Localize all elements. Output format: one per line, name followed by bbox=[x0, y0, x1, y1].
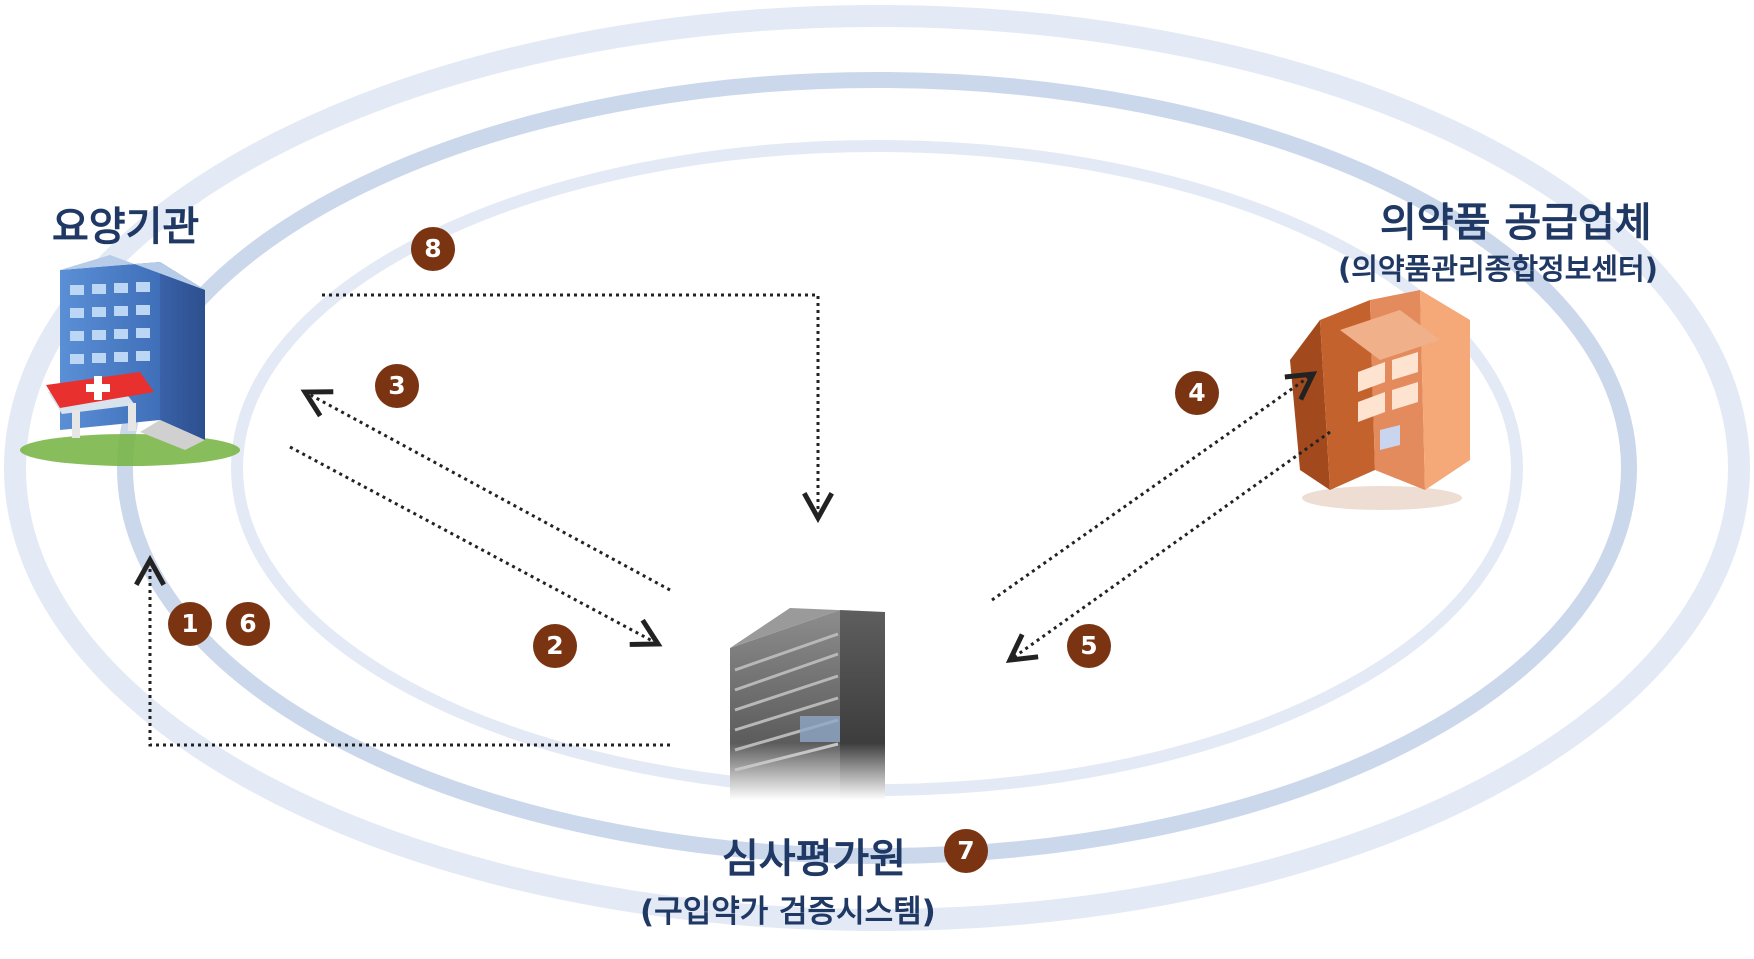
hospital-building-icon bbox=[20, 255, 240, 466]
arrow-flow-3 bbox=[300, 389, 671, 592]
step-badge-7: 7 bbox=[944, 829, 988, 873]
hira-sublabel: (구입약가 검증시스템) bbox=[640, 894, 936, 930]
hira-office-building-icon bbox=[730, 608, 885, 800]
outer-ring bbox=[4, 5, 1750, 931]
step-badge-4: 4 bbox=[1175, 371, 1219, 415]
supplier-sublabel: (의약품관리종합정보센터) bbox=[1338, 252, 1658, 286]
arrow-flow-2 bbox=[289, 445, 663, 647]
step-badge-3: 3 bbox=[375, 364, 419, 408]
step-badge-5: 5 bbox=[1067, 624, 1111, 668]
hira-label: 심사평가원 bbox=[722, 836, 906, 882]
hospital-label: 요양기관 bbox=[52, 204, 200, 250]
step-badge-2: 2 bbox=[533, 624, 577, 668]
flow-arrows bbox=[134, 293, 1331, 747]
arrow-flow-1-6 bbox=[134, 554, 670, 747]
arrow-flow-4 bbox=[991, 371, 1318, 602]
supplier-label: 의약품 공급업체 bbox=[1380, 200, 1652, 246]
arrow-flow-8 bbox=[322, 293, 834, 524]
middle-ring bbox=[117, 72, 1637, 864]
arrow-flow-5 bbox=[1005, 430, 1331, 663]
step-badge-8: 8 bbox=[411, 227, 455, 271]
step-badge-6: 6 bbox=[226, 602, 270, 646]
step-badge-1: 1 bbox=[168, 602, 212, 646]
supplier-building-icon bbox=[1290, 290, 1470, 510]
